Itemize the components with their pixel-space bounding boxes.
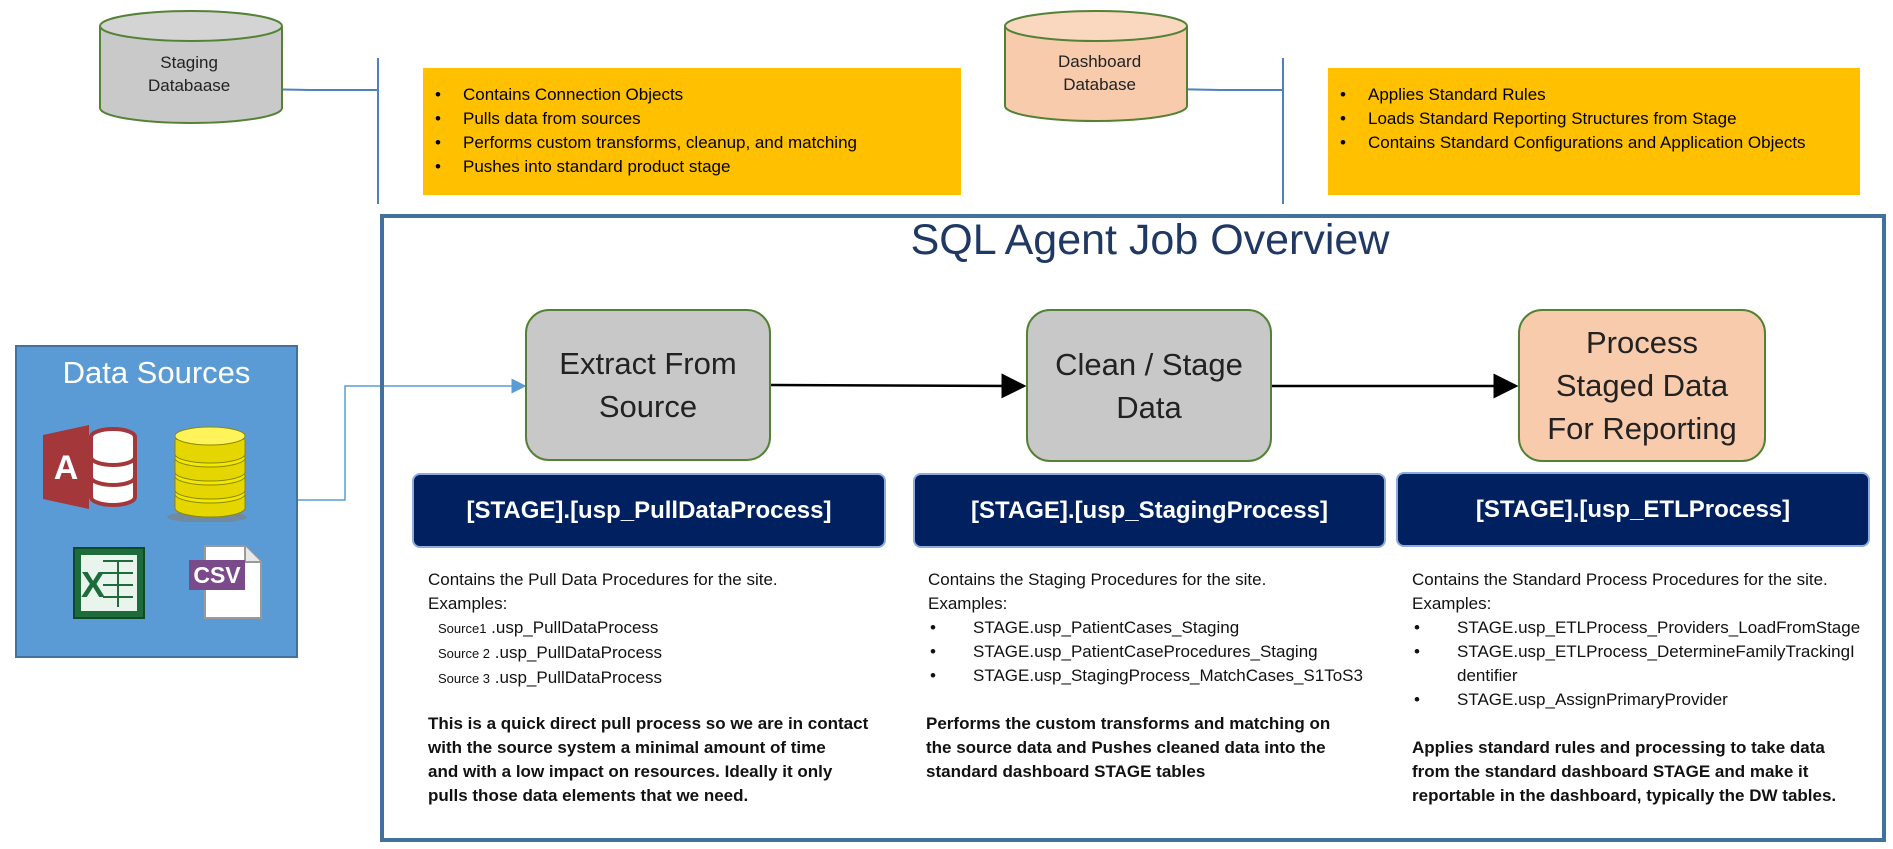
process-label: Clean / Stage Data bbox=[1055, 346, 1243, 425]
svg-text:A: A bbox=[54, 449, 79, 487]
source-example-row: Source 2 .usp_PullDataProcess bbox=[428, 641, 778, 666]
data-sources-box: Data Sources A X CSV bbox=[15, 345, 298, 658]
source-prefix: Source 3 bbox=[438, 671, 491, 686]
staging-description: Contains the Staging Procedures for the … bbox=[928, 568, 1363, 688]
procedure-banner-staging: [STAGE].[usp_StagingProcess] bbox=[913, 473, 1386, 548]
extract-from-source-box: Extract From Source bbox=[525, 309, 771, 461]
summary-line: reportable in the dashboard, typically t… bbox=[1412, 786, 1837, 805]
source-procedure: .usp_PullDataProcess bbox=[494, 643, 663, 662]
diagram-title: SQL Agent Job Overview bbox=[910, 216, 1390, 264]
staging-note-item: Pushes into standard product stage bbox=[423, 155, 961, 179]
data-sources-title: Data Sources bbox=[62, 355, 251, 390]
summary-line: and with a low impact on resources. Idea… bbox=[428, 762, 833, 781]
data-sources-arrow bbox=[298, 378, 527, 501]
etl-description: Contains the Standard Process Procedures… bbox=[1412, 568, 1860, 712]
description-line: Contains the Standard Process Procedures… bbox=[1412, 570, 1828, 589]
summary-line: from the standard dashboard STAGE and ma… bbox=[1412, 762, 1809, 781]
summary-line: pulls those data elements that we need. bbox=[428, 786, 749, 805]
dashboard-database-label: Dashboard Database bbox=[1058, 52, 1142, 94]
source-procedure: .usp_PullDataProcess bbox=[491, 618, 659, 637]
summary-line: Applies standard rules and processing to… bbox=[1412, 738, 1825, 757]
description-line: Contains the Pull Data Procedures for th… bbox=[428, 570, 778, 589]
clean-stage-data-box: Clean / Stage Data bbox=[1026, 309, 1272, 462]
summary-line: the source data and Pushes cleaned data … bbox=[926, 738, 1326, 757]
source-example-row: Source 3 .usp_PullDataProcess bbox=[428, 666, 778, 691]
procedure-example: STAGE.usp_PatientCases_Staging bbox=[928, 616, 1363, 640]
database-icon bbox=[167, 426, 247, 522]
procedure-banner-etl: [STAGE].[usp_ETLProcess] bbox=[1396, 472, 1870, 547]
process-label: Extract From Source bbox=[559, 346, 737, 424]
procedure-banner-pull: [STAGE].[usp_PullDataProcess] bbox=[412, 473, 886, 548]
process-staged-data-box: Process Staged Data For Reporting bbox=[1518, 309, 1766, 462]
source-prefix: Source 2 bbox=[438, 646, 491, 661]
staging-note-item: Pulls data from sources bbox=[423, 107, 961, 131]
staging-separator-line bbox=[377, 58, 379, 204]
description-line: Examples: bbox=[1412, 594, 1492, 613]
staging-notes-box: Contains Connection Objects Pulls data f… bbox=[423, 68, 961, 195]
excel-icon: X bbox=[73, 547, 145, 619]
staging-note-item: Performs custom transforms, cleanup, and… bbox=[423, 131, 961, 155]
process-label: Process Staged Data For Reporting bbox=[1547, 325, 1737, 446]
pull-summary: This is a quick direct pull process so w… bbox=[428, 712, 868, 808]
staging-summary: Performs the custom transforms and match… bbox=[926, 712, 1330, 784]
summary-line: with the source system a minimal amount … bbox=[428, 738, 826, 757]
summary-line: standard dashboard STAGE tables bbox=[926, 762, 1206, 781]
dashboard-note-item: Loads Standard Reporting Structures from… bbox=[1328, 107, 1860, 131]
csv-icon: CSV bbox=[189, 545, 262, 619]
procedure-example: STAGE.usp_ETLProcess_DetermineFamilyTrac… bbox=[1412, 640, 1860, 688]
source-procedure: .usp_PullDataProcess bbox=[494, 668, 663, 687]
svg-text:X: X bbox=[81, 564, 105, 605]
description-line: Examples: bbox=[928, 594, 1008, 613]
summary-line: Performs the custom transforms and match… bbox=[926, 714, 1331, 733]
procedure-example: STAGE.usp_StagingProcess_MatchCases_S1To… bbox=[928, 664, 1363, 688]
staging-note-item: Contains Connection Objects bbox=[423, 83, 961, 107]
access-icon: A bbox=[43, 425, 137, 509]
dashboard-database-cylinder bbox=[1004, 10, 1188, 122]
etl-summary: Applies standard rules and processing to… bbox=[1412, 736, 1836, 808]
source-example-row: Source1 .usp_PullDataProcess bbox=[428, 616, 778, 641]
staging-database-cylinder bbox=[99, 10, 283, 124]
dashboard-notes-box: Applies Standard Rules Loads Standard Re… bbox=[1328, 68, 1860, 195]
procedure-example: STAGE.usp_ETLProcess_Providers_LoadFromS… bbox=[1412, 616, 1860, 640]
source-prefix: Source1 bbox=[438, 621, 487, 636]
procedure-example: STAGE.usp_AssignPrimaryProvider bbox=[1412, 688, 1860, 712]
arrow-extract-to-clean bbox=[769, 373, 1027, 399]
dashboard-separator-line bbox=[1282, 58, 1284, 204]
description-line: Examples: bbox=[428, 594, 508, 613]
summary-line: This is a quick direct pull process so w… bbox=[428, 714, 869, 733]
staging-database-label: Staging Databaase bbox=[148, 53, 231, 95]
pull-description: Contains the Pull Data Procedures for th… bbox=[428, 568, 778, 691]
csv-icon-label: CSV bbox=[193, 562, 241, 588]
sql-agent-job-frame bbox=[380, 214, 1886, 842]
dashboard-note-item: Applies Standard Rules bbox=[1328, 83, 1860, 107]
dashboard-note-item: Contains Standard Configurations and App… bbox=[1328, 131, 1860, 155]
procedure-example: STAGE.usp_PatientCaseProcedures_Staging bbox=[928, 640, 1363, 664]
description-line: Contains the Staging Procedures for the … bbox=[928, 570, 1267, 589]
